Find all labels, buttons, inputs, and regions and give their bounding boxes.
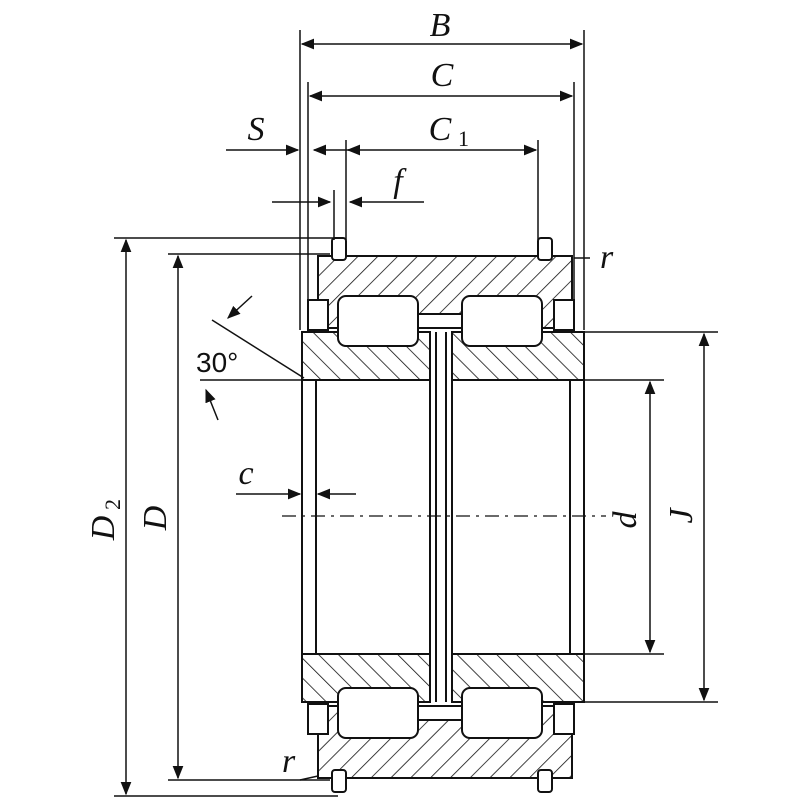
label-C1: C [429, 111, 452, 148]
label-C: C [431, 57, 454, 94]
label-C1-sub: 1 [458, 126, 469, 151]
label-angle: 30° [196, 347, 238, 378]
cage-bottom-center [417, 705, 463, 721]
snap-ring-top-right [537, 237, 553, 261]
label-c: c [238, 455, 253, 492]
roller-bottom-left [337, 687, 419, 739]
seal-bottom-left [307, 703, 329, 735]
cage-top-center [417, 313, 463, 329]
label-D: D [137, 505, 174, 531]
seal-top-left [307, 299, 329, 331]
roller-bottom-right [461, 687, 543, 739]
label-S: S [248, 111, 265, 148]
roller-top-left [337, 295, 419, 347]
label-f: f [393, 163, 407, 200]
snap-ring-bottom-left [331, 769, 347, 793]
angle-arrow-bottom [205, 388, 219, 421]
label-D2: D [85, 515, 122, 541]
dimension-labels: B C C 1 S f r r 30° D 2 D c d J [85, 7, 700, 780]
label-d: d [607, 511, 644, 529]
seal-top-right [553, 299, 575, 331]
roller-top-right [461, 295, 543, 347]
bearing-section [282, 237, 606, 793]
label-J: J [663, 507, 700, 524]
label-r-top: r [600, 239, 614, 276]
label-B: B [430, 7, 451, 44]
angle-arrow-top [227, 295, 253, 319]
label-D2-sub: 2 [100, 499, 125, 510]
dimension-lines [114, 30, 718, 797]
label-r-bottom: r [282, 743, 296, 780]
snap-ring-bottom-right [537, 769, 553, 793]
snap-ring-top-left [331, 237, 347, 261]
seal-bottom-right [553, 703, 575, 735]
chamfer-line [211, 319, 305, 379]
